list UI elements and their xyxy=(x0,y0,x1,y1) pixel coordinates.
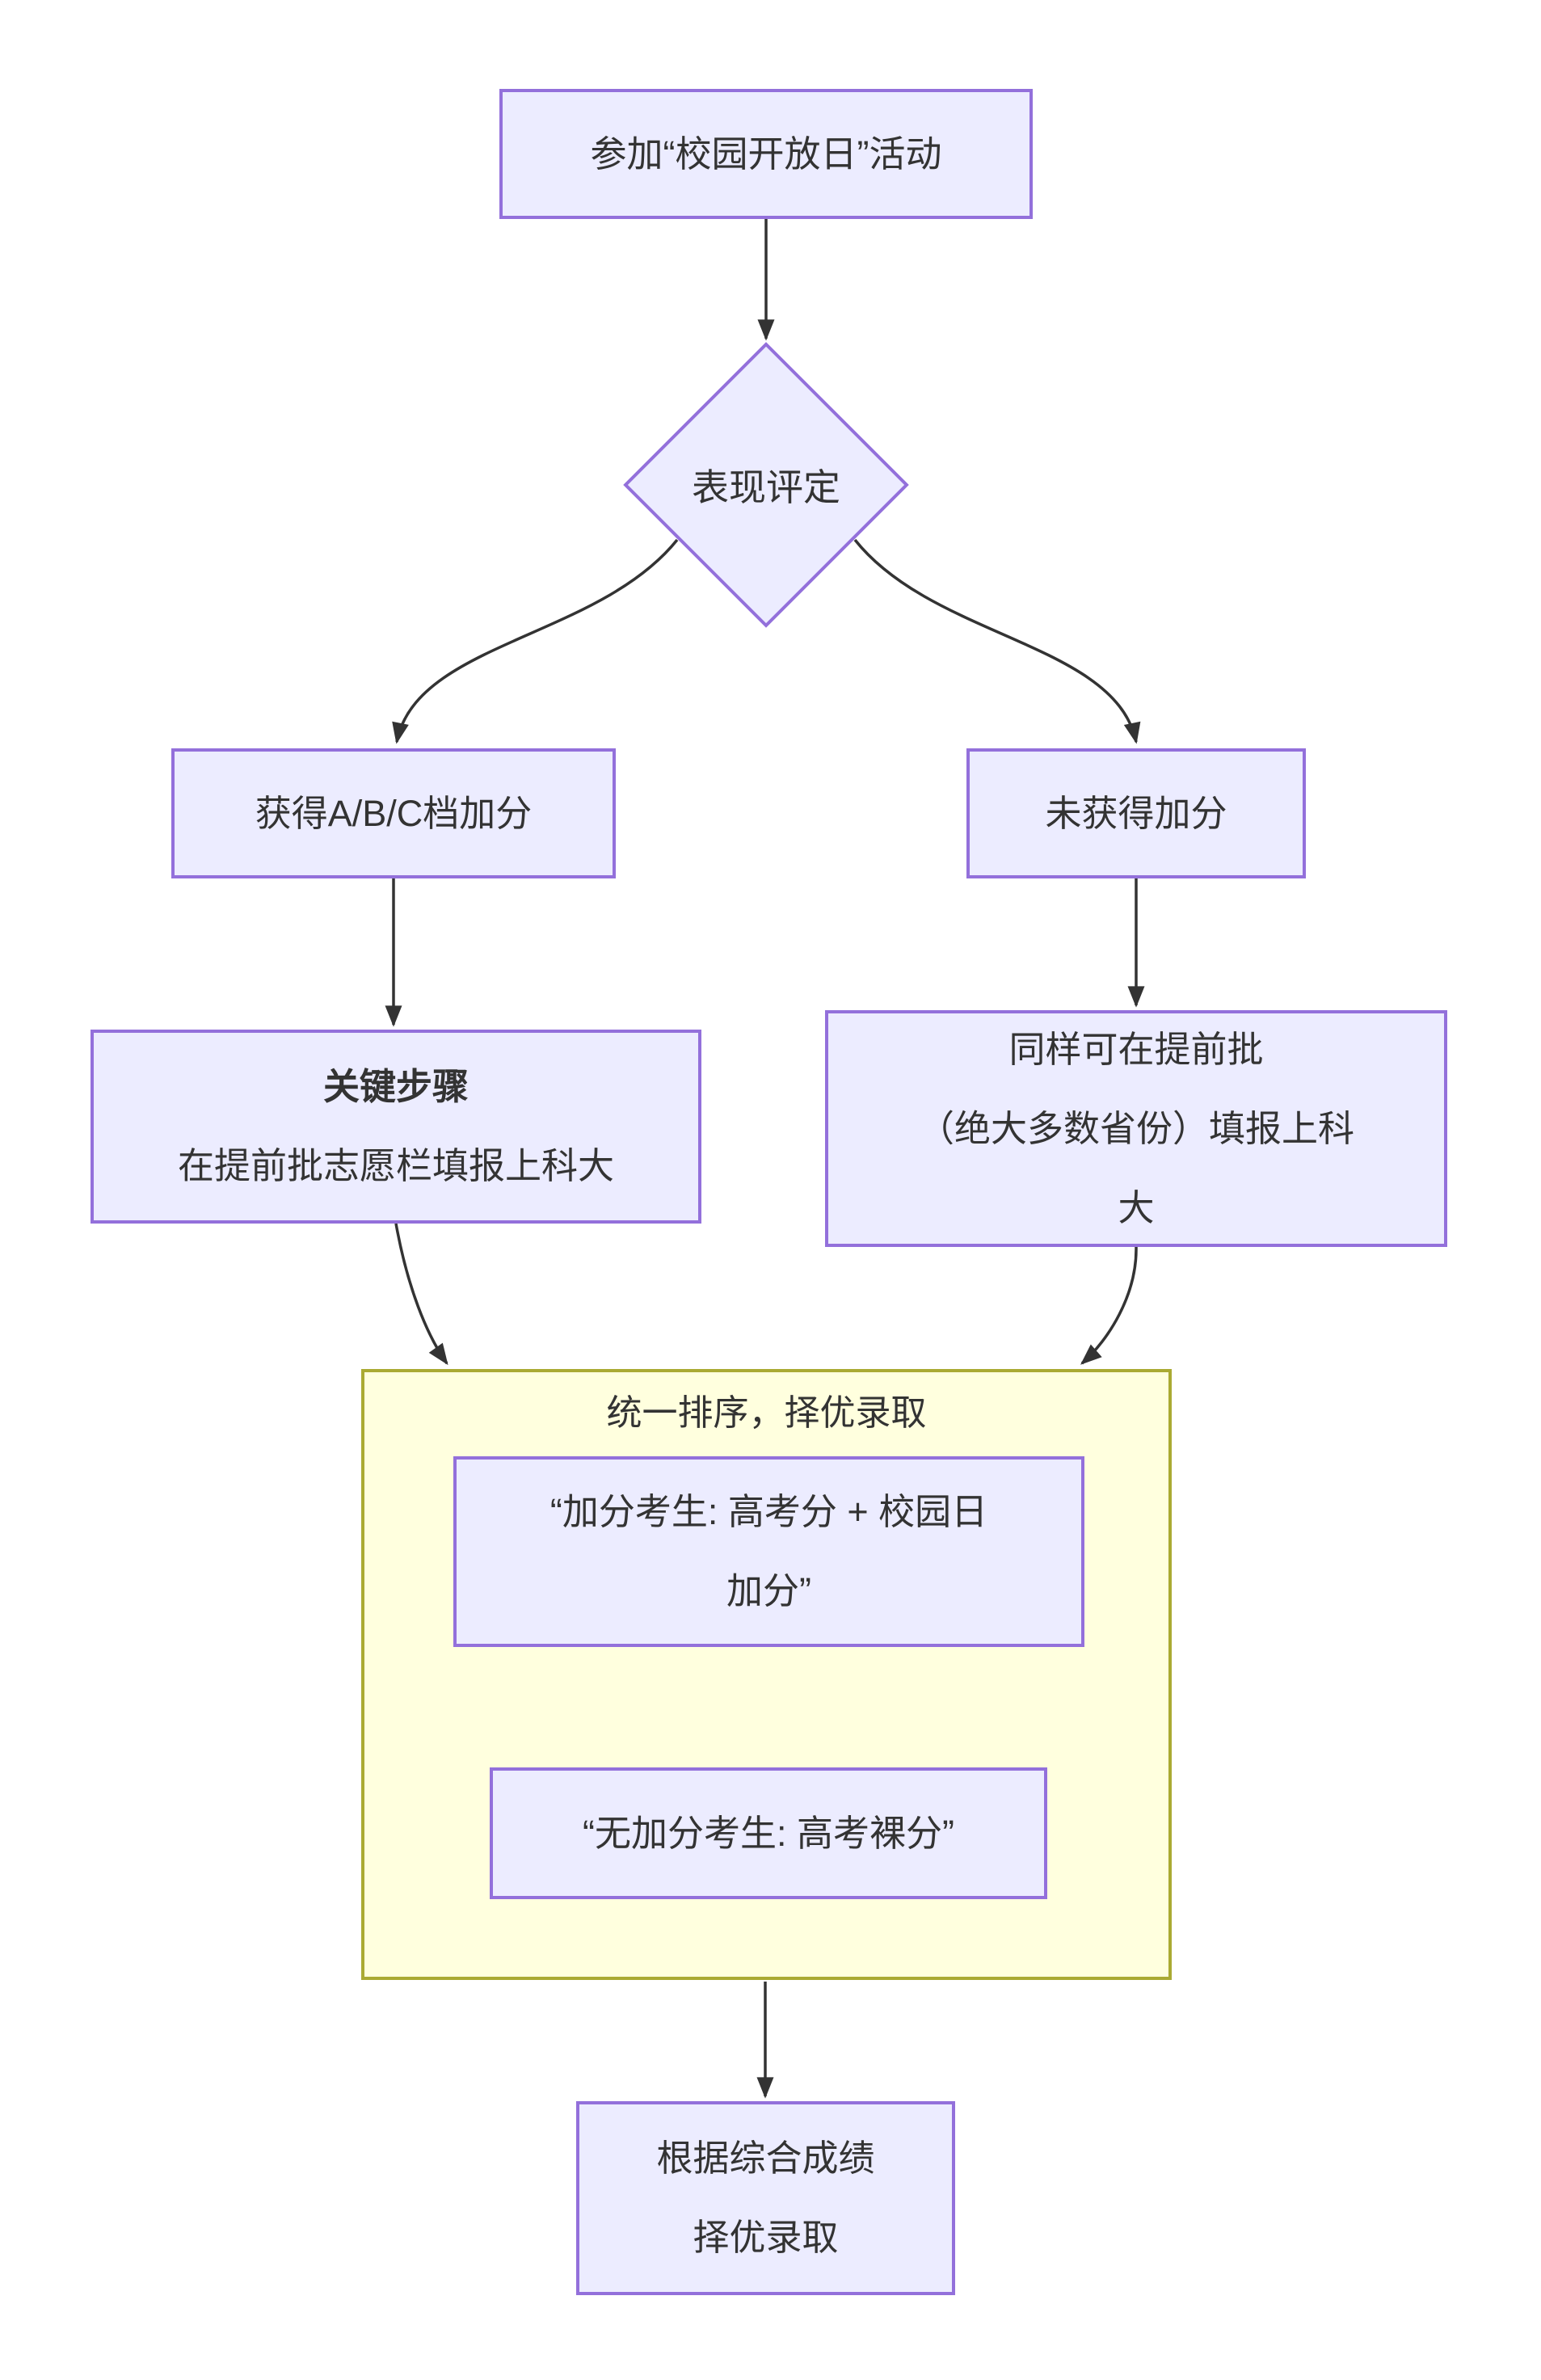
edge-evaluation-to-bonus xyxy=(392,538,679,744)
node-no-bonus: 未获得加分 xyxy=(966,748,1306,878)
node-early-batch-line: （绝大多数省份）填报上科 xyxy=(917,1107,1354,1149)
node-evaluation-label: 表现评定 xyxy=(692,466,840,508)
node-no-bonus-label: 未获得加分 xyxy=(1045,792,1227,834)
node-key-step-body: 在提前批志愿栏填报上科大 xyxy=(177,1145,614,1186)
node-no-bonus-candidates: “无加分考生: 高考裸分” xyxy=(490,1767,1047,1899)
node-early-batch-line: 同样可在提前批 xyxy=(1008,1028,1264,1070)
node-bonus-label: 获得A/B/C档加分 xyxy=(255,792,533,834)
node-bonus-candidates: “加分考生: 高考分 + 校园日 加分” xyxy=(453,1456,1084,1647)
node-bonus-candidates-line: 加分” xyxy=(726,1570,811,1611)
node-no-bonus-candidates-label: “无加分考生: 高考裸分” xyxy=(583,1812,954,1854)
node-evaluation: 表现评定 xyxy=(645,451,887,519)
node-early-batch-line: 大 xyxy=(1118,1186,1155,1228)
node-key-step: 关键步骤 在提前批志愿栏填报上科大 xyxy=(91,1030,701,1224)
edge-key-step-to-ranking xyxy=(394,1223,448,1366)
node-open-day: 参加“校园开放日”活动 xyxy=(499,89,1033,219)
node-admission: 根据综合成绩 择优录取 xyxy=(576,2101,955,2295)
edge-early-batch-to-ranking xyxy=(1080,1246,1138,1365)
ranking-container: 统一排序，择优录取 “加分考生: 高考分 + 校园日 加分” “无加分考生: 高… xyxy=(361,1369,1172,1980)
node-open-day-label: 参加“校园开放日”活动 xyxy=(590,133,942,175)
node-admission-line: 择优录取 xyxy=(693,2217,839,2258)
node-bonus-candidates-line: “加分考生: 高考分 + 校园日 xyxy=(549,1491,988,1532)
node-admission-line: 根据综合成绩 xyxy=(656,2138,875,2179)
edge-evaluation-to-no-bonus xyxy=(853,538,1141,744)
node-key-step-heading: 关键步骤 xyxy=(322,1066,469,1107)
ranking-title: 统一排序，择优录取 xyxy=(606,1393,927,1433)
node-bonus: 获得A/B/C档加分 xyxy=(171,748,616,878)
node-early-batch: 同样可在提前批 （绝大多数省份）填报上科 大 xyxy=(825,1010,1447,1247)
